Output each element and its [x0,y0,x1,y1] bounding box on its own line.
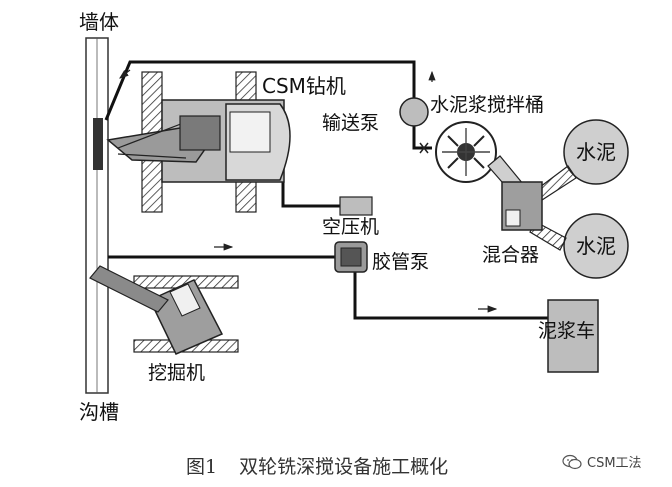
label-hose-pump: 胶管泵 [372,251,430,273]
excavator [89,265,239,355]
label-mixer-unit: 混合器 [482,244,540,266]
brand-watermark: CSM工法 [562,452,642,471]
label-trench: 沟槽 [79,400,119,424]
label-wall: 墙体 [79,10,119,34]
figure-number: 图1 [186,456,218,478]
wall-column [85,37,109,394]
mixer-unit [487,155,577,251]
label-excavator: 挖掘机 [148,362,206,384]
cement-silo-bottom [563,213,629,279]
figure-title: 双轮铣深搅设备施工概化 [239,456,449,478]
delivery-pump [399,97,429,127]
label-cement-1: 水泥 [576,140,616,164]
csm-drill-rig [106,71,291,213]
hose-pump [334,241,368,273]
label-slurry-truck: 泥浆车 [538,320,596,342]
slurry-truck [547,299,599,373]
cement-mixing-tank [435,121,497,183]
label-cement-mixer: 水泥浆搅拌桶 [430,94,545,116]
air-compressor [339,196,373,216]
label-delivery-pump: 输送泵 [322,112,380,134]
label-cement-2: 水泥 [576,234,616,258]
figure-caption: 图1 双轮铣深搅设备施工概化 [186,452,448,479]
cement-silo-top [563,119,629,185]
label-csm-drill: CSM钻机 [262,74,346,98]
wechat-icon [562,454,582,469]
brand-name: CSM工法 [587,456,642,471]
slurry-pipes [104,60,548,320]
flow-arrows [119,69,498,313]
label-air-compressor: 空压机 [322,216,380,238]
valve-icon [419,142,429,154]
